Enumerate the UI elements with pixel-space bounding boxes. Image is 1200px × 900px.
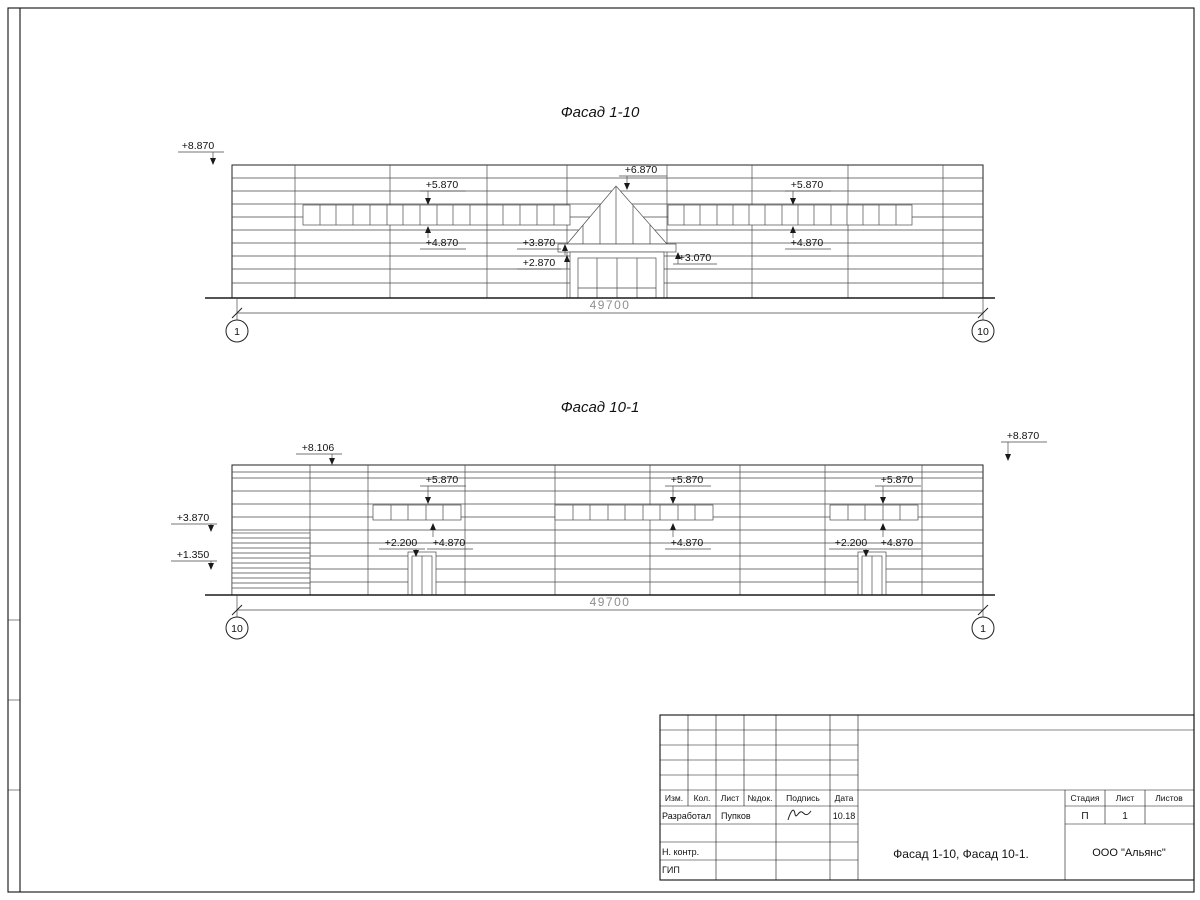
facade-10-1-view: Фасад 10-1 [171,399,1047,640]
elevation-label: +4.870 [881,537,914,549]
elevation-label: +2.200 [385,537,418,549]
elevation-mark: +4.870 [785,226,831,250]
elevation-mark: +3.870 [517,237,568,255]
elevation-label: +4.870 [426,237,459,249]
sheets-header: Листов [1155,793,1183,803]
window-band-left [372,504,462,521]
elevation-mark: +4.870 [420,226,466,250]
elevation-mark: +4.870 [665,523,711,550]
dimension-2: 49700 [231,595,989,617]
elevation-mark: +5.870 [875,474,921,504]
header-data: Дата [835,793,854,803]
elevation-mark: +5.870 [420,474,466,504]
header-kol: Кол. [694,793,711,803]
elevation-label: +4.870 [791,237,824,249]
elevation-label: +4.870 [433,537,466,549]
developed-name: Пупков [721,811,751,821]
building-elevation-1 [231,164,984,299]
elevation-label: +2.870 [523,257,556,269]
title-block-rows: Разработал Пупков 10.18 Н. контр. ГИП [662,809,856,875]
elevation-mark: +4.870 [427,523,473,550]
signature-mark [787,809,812,821]
elevation-label: +5.870 [791,179,824,191]
facade-1-10-view: Фасад 1-10 [178,104,995,343]
elevation-label: +5.870 [426,474,459,486]
elevation-mark: +8.106 [296,442,342,465]
door-left [407,551,437,596]
axis-label-left: 10 [231,623,243,635]
elevation-mark: +5.870 [785,179,831,205]
document-title: Фасад 1-10, Фасад 10-1. [893,847,1029,861]
elevation-label: +2.200 [835,537,868,549]
elevation-mark: +1.350 [171,549,217,570]
elevation-mark: +2.200 [829,537,875,557]
header-podpis: Подпись [786,793,820,803]
title-block: Изм. Кол. Лист №док. Подпись Дата Разраб… [659,714,1195,881]
elevation-mark: +3.070 [673,252,717,265]
header-ndok: №док. [748,793,773,803]
elevation-label: +8.870 [1007,430,1040,442]
header-izm: Изм. [665,793,683,803]
elevation-label: +4.870 [671,537,704,549]
elevation-mark: +5.870 [420,179,466,205]
window-band-right [829,504,919,521]
elevation-label: +5.870 [671,474,704,486]
elevation-mark: +3.870 [171,512,217,532]
elevation-mark: +6.870 [619,164,667,190]
elevation-label: +3.070 [679,252,712,264]
column-lines [309,465,923,595]
developed-label: Разработал [662,811,711,821]
building-elevation-2 [231,464,984,596]
facade-1-10-title: Фасад 1-10 [561,104,640,121]
sheet-frame [7,7,1195,893]
dimension-label: 49700 [590,298,631,312]
window-band-center [554,504,714,521]
frame-attribute-boxes [8,619,20,791]
door-right [857,551,887,596]
axis-markers-2: 10 1 [225,616,995,640]
stage-header: Стадия [1071,793,1100,803]
developed-date: 10.18 [833,811,856,821]
elevation-label: +8.870 [182,140,215,152]
axis-label-right: 10 [977,326,989,338]
entrance-portal [557,185,677,299]
elevation-label: +5.870 [426,179,459,191]
title-block-headers: Изм. Кол. Лист №док. Подпись Дата [665,793,854,803]
louver-grille [231,532,311,596]
axis-label-left: 1 [234,326,240,338]
window-band-right [667,204,913,226]
dimension-label: 49700 [590,595,631,609]
sheet-header: Лист [1116,793,1135,803]
title-block-right: Стадия Лист Листов П 1 ООО "Альянс" [1071,793,1184,859]
elevation-mark: +5.870 [665,474,711,504]
elevation-label: +3.870 [177,512,210,524]
company-name: ООО "Альянс" [1092,847,1166,859]
elevation-mark: +4.870 [875,523,921,550]
gip-label: ГИП [662,865,680,875]
sheet-value: 1 [1122,811,1128,822]
axis-label-right: 1 [980,623,986,635]
elevation-label: +3.870 [523,237,556,249]
column-lines [294,165,944,298]
elevation-mark: +2.200 [379,537,425,557]
elevation-mark: +8.870 [178,140,224,165]
ncontr-label: Н. контр. [662,847,699,857]
dimension-1: 49700 [231,298,989,320]
elevation-mark: +2.870 [517,255,570,270]
elevation-marks-2: +8.106 +8.870 +3.870 +1.350 +5.870 +5.87… [171,430,1047,570]
header-list: Лист [721,793,740,803]
elevation-label: +5.870 [881,474,914,486]
facade-10-1-title: Фасад 10-1 [561,399,640,416]
entrance-pediment [566,185,668,245]
elevation-label: +8.106 [302,442,335,454]
elevation-label: +1.350 [177,549,210,561]
elevation-marks-1: +8.870 +6.870 +5.870 +5.870 +4.870 +4.87… [178,140,831,270]
elevation-label: +6.870 [625,164,658,176]
stage-value: П [1081,811,1088,822]
window-band-left [302,204,571,226]
elevation-mark: +8.870 [1001,430,1047,461]
entrance-canopy [557,243,677,253]
axis-markers-1: 1 10 [225,319,995,343]
